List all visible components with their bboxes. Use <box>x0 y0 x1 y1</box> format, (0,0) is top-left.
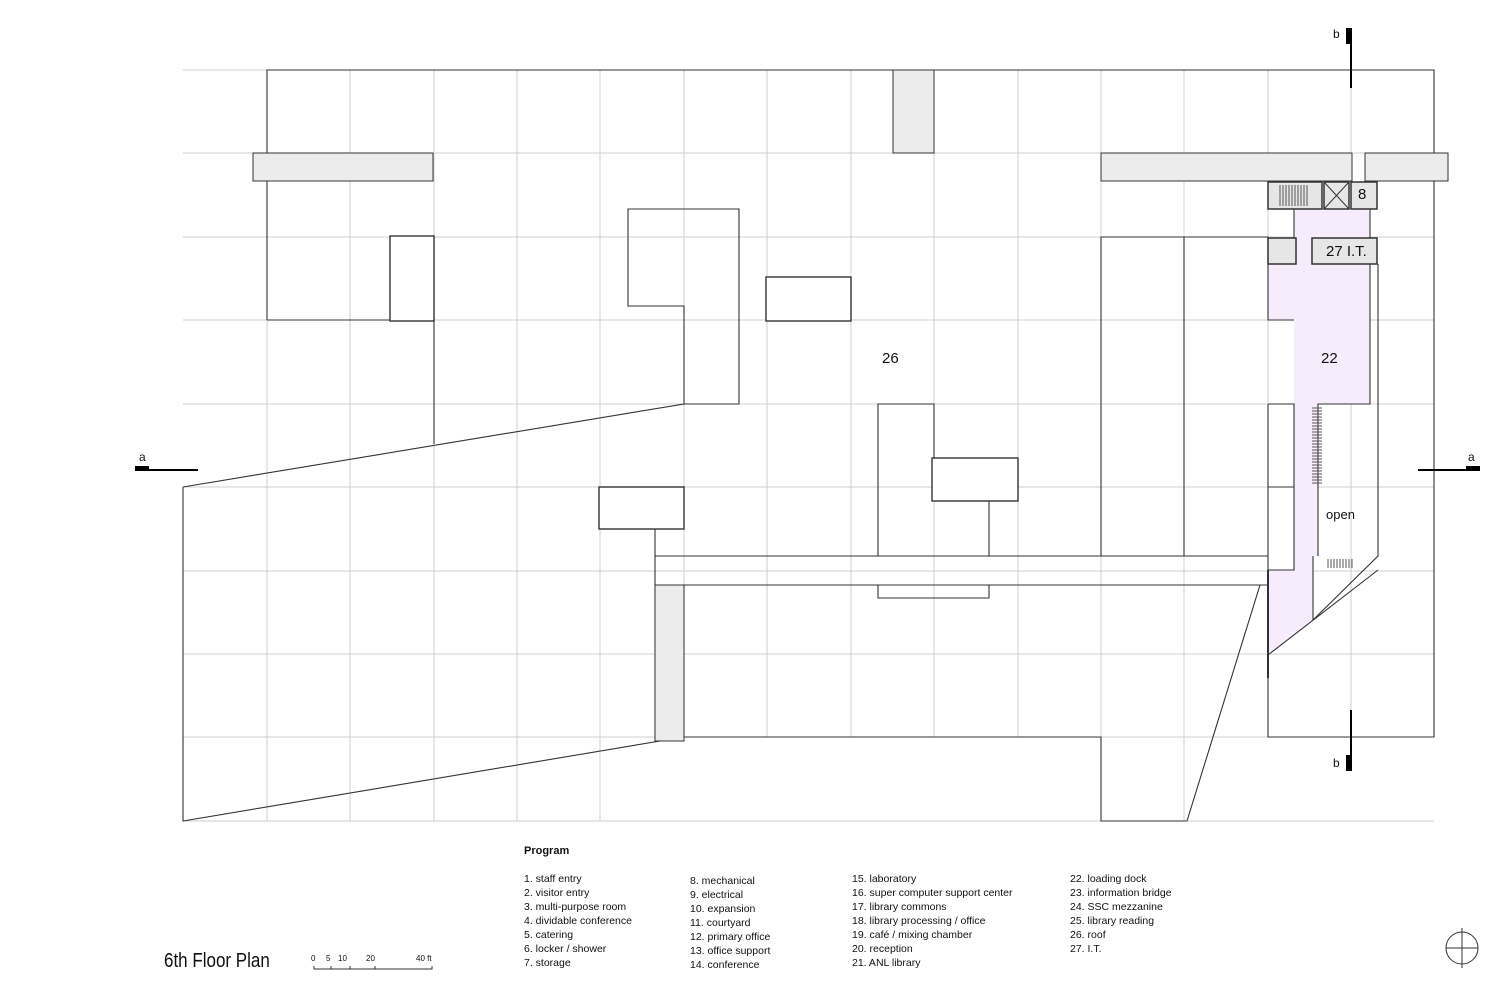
section-a-left: a <box>139 450 146 464</box>
legend-column: 15. laboratory 16. super computer support… <box>852 872 1013 970</box>
legend-item: 21. ANL library <box>852 957 921 969</box>
legend-item: 15. laboratory <box>852 873 917 885</box>
drawing-title: 6th Floor Plan <box>164 950 270 972</box>
legend-item: 20. reception <box>852 943 913 955</box>
legend-column: 8. mechanical 9. electrical 10. expansion 1… <box>690 874 770 972</box>
room-label-open: open <box>1326 507 1355 522</box>
legend-item: 7. storage <box>524 957 571 969</box>
legend-item: 16. super computer support center <box>852 887 1013 899</box>
scale-tick: 0 <box>311 954 316 963</box>
legend-item: 17. library commons <box>852 901 947 913</box>
section-a-right: a <box>1468 450 1475 464</box>
room-label-it: 27 I.T. <box>1326 243 1367 260</box>
room-label-mechanical: 8 <box>1358 186 1367 203</box>
legend-item: 19. café / mixing chamber <box>852 929 973 941</box>
elevator-icon <box>1323 181 1350 210</box>
walls <box>182 69 1435 822</box>
legend-item: 26. roof <box>1070 929 1106 941</box>
legend-item: 12. primary office <box>690 931 771 943</box>
legend-item: 1. staff entry <box>524 873 582 885</box>
legend-item: 5. catering <box>524 929 574 941</box>
structural-grid <box>183 69 1435 822</box>
legend-item: 9. electrical <box>690 889 744 901</box>
legend-item: 27. I.T. <box>1070 943 1102 955</box>
room-label-loading-dock: 22 <box>1321 350 1338 367</box>
scale-tick: 10 <box>338 954 347 963</box>
legend-item: 13. office support <box>690 945 771 957</box>
scale-tick: 40 ft <box>416 954 432 963</box>
loading-dock-area <box>1268 209 1370 655</box>
scale-tick: 20 <box>366 954 375 963</box>
legend-item: 25. library reading <box>1070 915 1155 927</box>
concrete-bands <box>252 69 1449 742</box>
scale-bar <box>313 966 433 970</box>
legend-item: 22. loading dock <box>1070 873 1147 885</box>
room-label-roof: 26 <box>882 350 899 367</box>
legend-column: 1. staff entry 2. visitor entry 3. multi-p… <box>524 872 632 970</box>
legend-item: 8. mechanical <box>690 875 755 887</box>
section-b-top: b <box>1333 27 1340 41</box>
legend-item: 18. library processing / office <box>852 915 986 927</box>
legend-item: 6. locker / shower <box>524 943 607 955</box>
legend-heading: Program <box>524 845 570 857</box>
stair-icon <box>1279 185 1353 568</box>
section-b-bottom: b <box>1333 756 1340 770</box>
section-markers <box>135 28 1480 771</box>
legend-item: 10. expansion <box>690 903 756 915</box>
legend-item: 3. multi-purpose room <box>524 901 627 913</box>
legend-item: 24. SSC mezzanine <box>1070 901 1163 913</box>
legend-item: 4. dividable conference <box>524 915 632 927</box>
legend-item: 23. information bridge <box>1070 887 1172 899</box>
roof-openings <box>389 235 1019 530</box>
legend-column: 22. loading dock 23. information bridge 24… <box>1070 872 1172 956</box>
legend-item: 11. courtyard <box>690 917 751 929</box>
north-arrow-icon <box>1445 928 1479 968</box>
legend-item: 14. conference <box>690 959 760 971</box>
scale-tick: 5 <box>326 954 331 963</box>
legend-item: 2. visitor entry <box>524 887 590 899</box>
